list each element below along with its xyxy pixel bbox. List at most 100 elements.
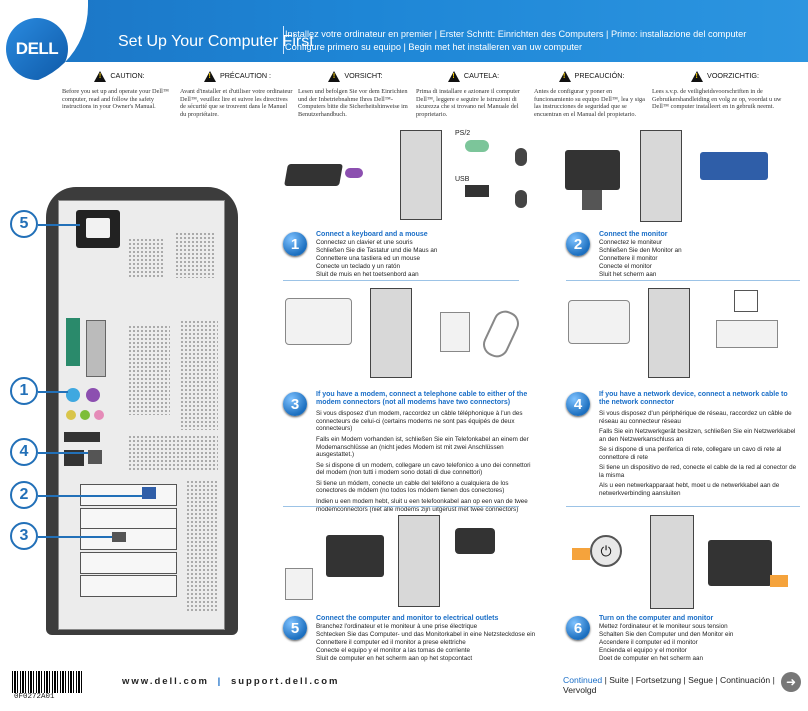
arrow-icon [572, 548, 590, 560]
step-1-number: 1 [283, 232, 307, 256]
step-5-line: Branchez l'ordinateur et le moniteur à u… [316, 623, 478, 631]
caution-heading: PRÉCAUTION : [219, 71, 272, 81]
usb-ports [64, 450, 84, 466]
step-2-line: Sluit het scherm aan [599, 270, 657, 278]
step-4-line: Falls Sie ein Netzwerkgerät besitzen, sc… [599, 427, 796, 443]
monitor-icon [708, 540, 772, 586]
step-2-line: Connectez le moniteur [599, 239, 663, 247]
wall-jack-icon [440, 312, 470, 352]
power-button-icon: ⏻ [590, 535, 622, 567]
divider [566, 280, 800, 281]
continued-translations: | Suite | Fortsetzung | Segue | Continua… [563, 675, 775, 695]
step-4-line: Si vous disposez d'un périphérique de ré… [599, 409, 792, 425]
callout-line [38, 536, 112, 538]
modem-connector [112, 532, 126, 542]
step-4-number: 4 [566, 392, 590, 416]
step-1-text: Connect a keyboard and a mouse Connectez… [316, 231, 516, 278]
step-2-line: Connettere il monitor [599, 255, 658, 262]
tower-icon [648, 288, 690, 378]
step-4-title: If you have a network device, connect a … [599, 391, 788, 407]
telephone-icon [479, 306, 523, 362]
keyboard-icon [284, 164, 343, 186]
callout-3: 3 [10, 522, 38, 550]
step-6-line: Encienda el equipo y el monitor [599, 646, 687, 654]
warning-icon [558, 70, 571, 82]
separator: | [217, 676, 223, 687]
caution-heading: PRECAUCIÓN: [574, 71, 625, 81]
ps2-mouse-port [66, 388, 80, 402]
vent-grille [180, 320, 218, 430]
part-number: 0F0272A01 [14, 693, 55, 701]
next-page-arrow-icon[interactable]: ➜ [781, 672, 801, 692]
tower-icon [400, 130, 442, 220]
caution-en: CAUTION: Before you set up and operate y… [62, 70, 177, 111]
caution-es: PRECAUCIÓN: Antes de configurar y poner … [534, 70, 649, 118]
step-5-line: Sluit de computer en het scherm aan op h… [316, 654, 473, 662]
video-connector [142, 487, 156, 499]
ps2-label: PS/2 [455, 130, 471, 137]
caution-fr: PRÉCAUTION : Avant d'installer et d'util… [180, 70, 295, 118]
step-2-text: Connect the monitor Connectez le moniteu… [599, 231, 799, 278]
page-subtitle: Installez votre ordinateur en premier | … [285, 28, 800, 54]
step-4-line: Se si dispone di una periferica di rete,… [599, 446, 782, 461]
power-plug-icon [455, 528, 495, 554]
step-6-line: Schalten Sie den Computer und den Monito… [599, 631, 734, 639]
callout-5: 5 [10, 210, 38, 238]
arrow-icon [770, 575, 788, 587]
warning-icon [203, 70, 216, 82]
callout-line [38, 452, 88, 454]
vent-grille [128, 238, 164, 278]
dell-logo: DELL [6, 18, 68, 80]
step-4-text: If you have a network device, connect a … [599, 391, 799, 500]
step-6-line: Accendere il computer ed il monitor [599, 639, 698, 646]
header-divider [283, 26, 284, 54]
mouse-icon [515, 148, 527, 166]
callout-1: 1 [10, 377, 38, 405]
caution-nl: VOORZICHTIG: Lees s.v.p. de veiligheidsv… [652, 70, 798, 111]
power-socket [86, 218, 110, 238]
caution-text: Avant d'installer et d'utiliser votre or… [180, 88, 293, 118]
ps2-keyboard-plug-icon [345, 168, 363, 178]
step-1-line: Conecte un teclado y un ratón [316, 262, 401, 270]
caution-text: Before you set up and operate your Dell™… [62, 88, 170, 111]
tower-icon [650, 515, 694, 609]
step-3-number: 3 [283, 392, 307, 416]
step-5-title: Connect the computer and monitor to elec… [316, 615, 499, 622]
tower-icon [370, 288, 412, 378]
audio-port [80, 410, 90, 420]
web-url[interactable]: www.dell.com [122, 676, 209, 687]
step-6-number: 6 [566, 616, 590, 640]
warning-icon [328, 70, 341, 82]
monitor-icon [326, 535, 384, 577]
vent-grille [175, 232, 215, 278]
step-5-line: Schtecken Sie das Computer- und das Moni… [316, 631, 536, 639]
vent-grille [128, 325, 170, 415]
expansion-slot [80, 528, 177, 550]
step-6-text: Turn on the computer and monitor Mettez … [599, 615, 799, 662]
step-3-line: Si vous disposez d'un modem, raccordez u… [316, 409, 523, 433]
expansion-slot [80, 508, 177, 530]
step-3-line: Indien u een modem hebt, sluit u een tel… [316, 497, 528, 513]
step-6-title: Turn on the computer and monitor [599, 615, 714, 622]
network-jack-icon [568, 300, 630, 344]
network-device-icon [716, 320, 778, 348]
step-2-title: Connect the monitor [599, 231, 668, 238]
step-1-line: Connectez un clavier et une souris [316, 239, 413, 247]
step-1-line: Connettere una tastiera ed un mouse [316, 255, 420, 262]
step-5-text: Connect the computer and monitor to elec… [316, 615, 538, 662]
step-1-title: Connect a keyboard and a mouse [316, 231, 428, 238]
subtitle-line-2: Configure primero su equipo | Begin met … [285, 42, 583, 52]
step-2-line: Schließen Sie den Monitor an [599, 247, 682, 255]
tower-icon [640, 130, 682, 222]
video-cable-icon [700, 152, 768, 180]
mouse-icon [515, 190, 527, 208]
usb-connector-icon [465, 185, 489, 197]
step-3-line: Si tiene un módem, conecte un cable del … [316, 479, 509, 495]
page-title: Set Up Your Computer First [118, 33, 314, 50]
support-url[interactable]: support.dell.com [230, 676, 340, 687]
step-6-line: Doet de computer en het scherm aan [599, 654, 703, 662]
callout-line [38, 224, 80, 226]
step-1-line: Sluit de muis en het toetsenbord aan [316, 270, 419, 278]
parallel-port [86, 320, 106, 377]
monitor-stand-icon [582, 190, 602, 210]
